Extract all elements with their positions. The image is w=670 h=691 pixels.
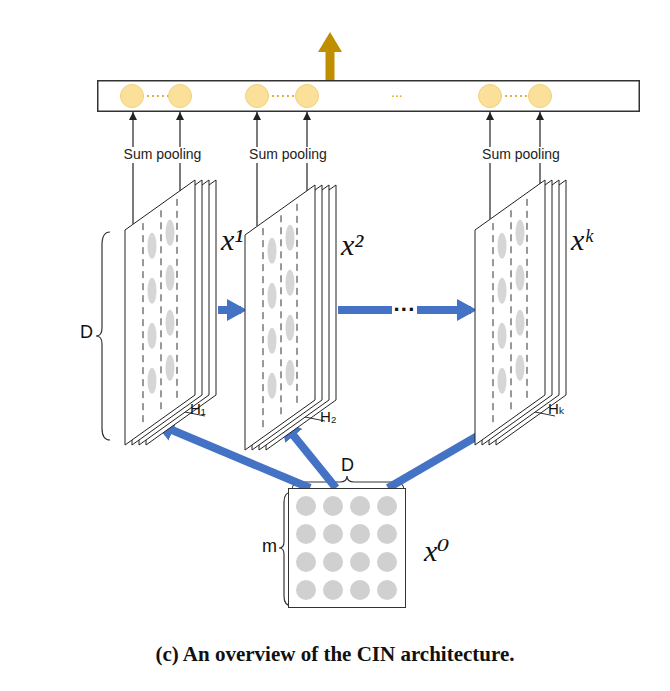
dimension-label: Hₖ [548,400,565,418]
pooling-arrow [256,112,257,226]
pooling-arrow [132,112,133,224]
dimension-label: D [80,322,93,343]
pooling-label: Sum pooling [480,147,562,162]
map-shape [115,180,225,455]
ellipsis: ··· [392,298,418,322]
dimension-label: D [341,455,354,476]
matrix-name: x⁰ [424,536,449,566]
pooling-arrow [489,112,490,219]
bar-shape [97,80,640,112]
matrix-name: x² [341,230,363,260]
matrix-name: x¹ [221,225,243,255]
dimension-label: m [262,536,277,557]
flow-arrow [285,425,336,488]
dimension-label: H₂ [320,408,337,425]
matrix-shape [288,488,406,608]
input-matrix: x⁰ [288,488,406,608]
output-arrow [326,50,335,80]
pooling-label: Sum pooling [247,147,329,162]
feature-map: x¹ [115,180,225,455]
pooling-label: Sum pooling [122,147,204,162]
caption: (c) An overview of the CIN architecture. [0,642,670,667]
flow-arrow [218,306,241,314]
brace [96,232,110,440]
output-bar: ... [97,80,640,112]
dimension-label: H₁ [190,400,206,417]
matrix-name: xᵏ [571,225,593,255]
output-arrow-head [318,32,342,52]
ellipsis: ... [391,84,403,100]
